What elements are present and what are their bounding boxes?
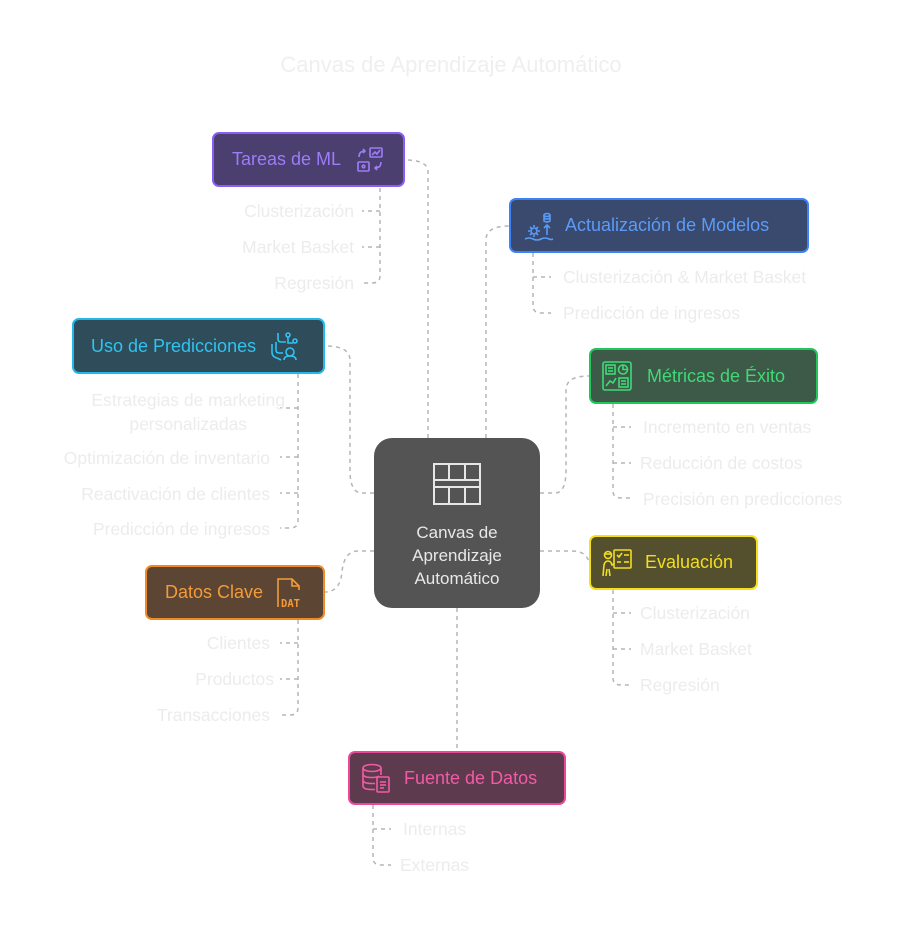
center-label: Canvas de Aprendizaje Automático [412, 523, 502, 588]
connector-actualizacion [485, 225, 510, 438]
connector-datos [324, 550, 374, 593]
node-metricas-exito[interactable]: Métricas de Éxito [589, 348, 818, 404]
node-tareas-ml[interactable]: Tareas de ML [212, 132, 405, 187]
center-node[interactable]: Canvas de Aprendizaje Automático [374, 438, 540, 608]
leaf-actualizacion-2: Predicción de ingresos [563, 303, 741, 323]
node-evaluacion[interactable]: Evaluación [589, 535, 758, 590]
connector-tareas [404, 159, 429, 438]
node-metricas-label: Métricas de Éxito [647, 365, 786, 386]
predictions-use-icon [268, 330, 300, 362]
leaf-tareas-1: Clusterización [244, 201, 354, 221]
leaf-metricas-1: Incremento en ventas [643, 417, 812, 437]
metrics-dashboard-icon [601, 360, 633, 392]
leaf-evaluacion-2: Market Basket [640, 639, 752, 659]
leaf-metricas-2: Reducción de costos [640, 453, 803, 473]
leaf-tareas-2: Market Basket [242, 237, 354, 257]
node-evaluacion-label: Evaluación [645, 552, 734, 572]
model-update-icon [523, 210, 555, 242]
leaf-evaluacion-1: Clusterización [640, 603, 750, 623]
node-uso-predicciones[interactable]: Uso de Predicciones [72, 318, 325, 374]
leaf-uso-1: Estrategias de marketing personalizadas [91, 390, 285, 434]
leaf-fuente-1: Internas [403, 819, 467, 839]
node-tareas-ml-label: Tareas de ML [232, 149, 342, 169]
leaf-uso-3: Reactivación de clientes [81, 484, 270, 504]
table-grid-icon [433, 463, 481, 510]
connector-uso [324, 345, 374, 494]
diagram-title: Canvas de Aprendizaje Automático [280, 52, 622, 77]
leaf-datos-3: Transacciones [156, 705, 270, 725]
leaf-evaluacion-3: Regresión [640, 675, 720, 695]
leaf-uso-2: Optimización de inventario [63, 448, 270, 468]
leaf-datos-2: Productos [195, 669, 274, 689]
svg-text:DAT: DAT [281, 598, 300, 610]
node-fuente-datos[interactable]: Fuente de Datos [348, 751, 566, 805]
connector-evaluacion [540, 550, 590, 563]
leaf-uso-4: Predicción de ingresos [92, 519, 270, 539]
ml-tasks-icon [355, 145, 385, 175]
leaf-datos-1: Clientes [206, 633, 270, 653]
database-document-icon [360, 762, 392, 794]
leaf-actualizacion-1: Clusterización & Market Basket [563, 267, 807, 287]
connector-metricas [540, 375, 590, 494]
leaf-metricas-3: Precisión en predicciones [643, 489, 843, 509]
dat-file-icon: DAT [275, 576, 305, 610]
leaf-fuente-2: Externas [400, 855, 470, 875]
node-datos-label: Datos Clave [165, 582, 264, 602]
evaluation-checklist-icon [601, 547, 633, 579]
node-actualizacion-modelos[interactable]: Actualización de Modelos [509, 198, 809, 253]
node-uso-label: Uso de Predicciones [91, 335, 257, 356]
node-datos-clave[interactable]: Datos Clave DAT [145, 565, 325, 620]
node-actualizacion-label: Actualización de Modelos [565, 215, 770, 235]
node-fuente-label: Fuente de Datos [404, 767, 538, 788]
leaf-tareas-3: Regresión [274, 273, 354, 293]
